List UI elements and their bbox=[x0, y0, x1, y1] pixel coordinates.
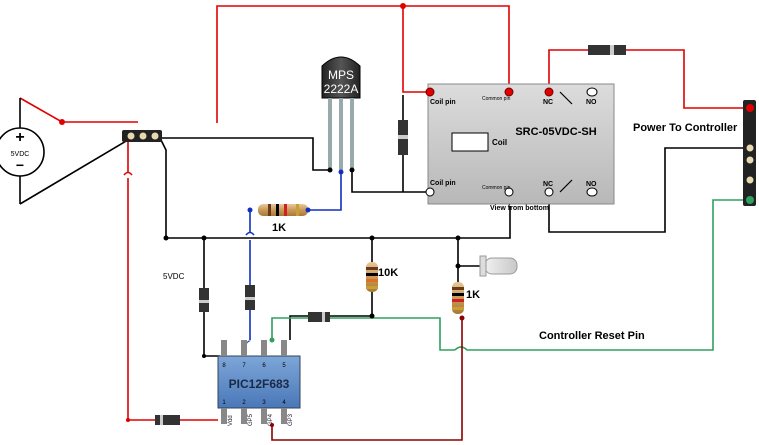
chip-top-name-2: GP0 bbox=[248, 339, 254, 352]
red-wire-vdd bbox=[123, 138, 218, 421]
chip-bottom-name-4: GP3 bbox=[288, 413, 294, 426]
red-wire-coil-top bbox=[402, 6, 430, 93]
diode-vdd bbox=[155, 415, 180, 425]
black-wire-nc-controller bbox=[548, 147, 750, 233]
black-wire-bus bbox=[166, 206, 511, 239]
transistor-mps2222a: MPS 2222A bbox=[321, 56, 361, 175]
chip-bottom-name-3: GP4 bbox=[268, 413, 274, 426]
chip-bottom-name-1: Vdd bbox=[228, 415, 234, 426]
supply-plus: + bbox=[15, 129, 24, 146]
black-wire-10k bbox=[289, 238, 373, 340]
red-wire-relay-out bbox=[548, 49, 750, 109]
resistor-10k: 10K bbox=[366, 262, 398, 292]
diode-relay-flyback bbox=[398, 120, 408, 155]
label-controller-reset-pin: Controller Reset Pin bbox=[539, 330, 645, 342]
chip-top-pin-2: 7 bbox=[242, 363, 246, 369]
power-supply: + 5VDC − bbox=[0, 98, 45, 204]
relay-view-note: View from bottom bbox=[490, 205, 549, 212]
relay-common-pin-bottom: Common pin bbox=[482, 185, 511, 191]
label-5vdc-pic: 5VDC bbox=[163, 272, 185, 281]
blue-wire-base bbox=[243, 172, 342, 346]
relay-coil-pin-top: Coil pin bbox=[430, 99, 456, 106]
chip-bottom-name-2: GP5 bbox=[248, 413, 254, 426]
blue-wires bbox=[243, 172, 342, 346]
relay-coil-pin-bottom: Coil pin bbox=[430, 180, 456, 187]
chip-top-pin-3: 6 bbox=[262, 363, 266, 369]
relay-no-top: NO bbox=[586, 99, 597, 106]
chip-bottom-pin-4: 4 bbox=[282, 400, 286, 406]
led bbox=[479, 255, 518, 277]
chip-bottom-pin-3: 3 bbox=[262, 400, 266, 406]
transistor-label-2: 2222A bbox=[324, 82, 359, 96]
supply-minus: − bbox=[16, 157, 24, 173]
relay-title: SRC-05VDC-SH bbox=[515, 126, 596, 138]
darkred-wire-gp4 bbox=[271, 318, 463, 441]
relay-src05vdc: SRC-05VDC-SH Coil Coil pin Common pin NC… bbox=[425, 83, 615, 212]
diode-vss bbox=[199, 288, 209, 312]
resistor-1k-base: 1K bbox=[258, 204, 308, 234]
black-wire-transistor-emitter bbox=[158, 137, 330, 171]
relay-nc-top: NC bbox=[543, 99, 553, 106]
black-wire-collector bbox=[351, 170, 430, 193]
resistor-1k-led-label: 1K bbox=[466, 289, 480, 301]
pic12f683-chip: PIC12F683 8 7 6 5 1 2 3 4 Vss GP0 GP1 GP… bbox=[217, 339, 301, 426]
green-wire-reset bbox=[271, 199, 750, 351]
junction-dots bbox=[59, 3, 511, 427]
diode-reset bbox=[308, 312, 330, 322]
relay-coil-box bbox=[451, 132, 489, 152]
chip-name: PIC12F683 bbox=[229, 377, 290, 391]
supply-circle bbox=[0, 127, 45, 177]
chip-top-name-4: GP2 bbox=[288, 339, 294, 352]
red-wire-supply bbox=[19, 97, 138, 123]
resistor-10k-label: 10K bbox=[378, 267, 398, 279]
chip-top-pin-4: 5 bbox=[282, 363, 286, 369]
diode-gp0 bbox=[245, 285, 255, 310]
relay-nc-bottom: NC bbox=[543, 181, 553, 188]
chip-top-name-1: Vss bbox=[228, 342, 234, 352]
transistor-label-1: MPS bbox=[328, 68, 354, 82]
green-wires bbox=[271, 199, 750, 351]
chip-bottom-pin-1: 1 bbox=[222, 400, 226, 406]
terminal-block-controller bbox=[743, 100, 756, 206]
chip-top-pin-1: 8 bbox=[222, 363, 226, 369]
relay-coil-label: Coil bbox=[492, 138, 507, 147]
relay-no-bottom: NO bbox=[586, 181, 597, 188]
relay-common-pin-top: Common pin bbox=[482, 96, 511, 102]
terminal-block-left bbox=[122, 130, 162, 142]
resistor-1k-base-label: 1K bbox=[272, 222, 286, 234]
chip-bottom-pin-2: 2 bbox=[242, 400, 246, 406]
red-wire-top-bus bbox=[216, 5, 510, 123]
black-wire-ground-diag bbox=[159, 137, 167, 238]
label-power-to-controller: Power To Controller bbox=[633, 122, 738, 134]
diode-power-out bbox=[588, 45, 626, 55]
supply-value: 5VDC bbox=[11, 151, 30, 158]
resistor-1k-led: 1K bbox=[452, 282, 480, 314]
darkred-wires bbox=[271, 318, 463, 441]
chip-top-name-3: GP1 bbox=[268, 339, 274, 352]
black-wire-supply-neg bbox=[19, 133, 139, 205]
red-wires bbox=[19, 5, 750, 421]
